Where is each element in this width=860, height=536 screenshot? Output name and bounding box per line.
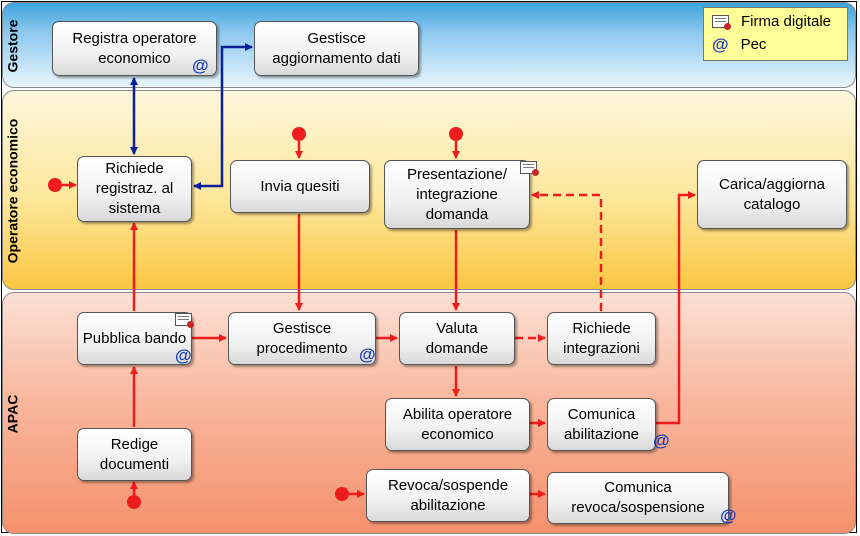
legend-item-pec: @ Pec <box>712 36 766 53</box>
pec-icon: @ <box>720 506 737 525</box>
box-presentazione-domanda: Presentazione/ integrazione domanda <box>384 160 530 229</box>
box-abilita-operatore: Abilita operatore economico <box>385 398 530 451</box>
start-point-redige <box>127 495 141 509</box>
legend-label-pec: Pec <box>740 36 767 53</box>
legend-label-firma: Firma digitale <box>741 13 832 30</box>
flow-comunica-carica <box>656 191 696 425</box>
start-point-invia <box>292 127 306 141</box>
box-gestisce-aggiornamento: Gestisce aggiornamento dati <box>254 21 419 76</box>
start-point-richiede <box>48 178 62 192</box>
box-valuta-domande: Valuta domande <box>399 312 515 365</box>
box-invia-quesiti: Invia quesiti <box>230 160 370 213</box>
pec-icon: @ <box>192 56 209 75</box>
box-revoca-sospende: Revoca/sospende abilitazione <box>366 469 530 522</box>
box-comunica-revoca: Comunica revoca/sospensione <box>547 472 729 524</box>
box-richiede-registrazione: Richiede registraz. al sistema <box>77 156 192 222</box>
flow-richiede-presentazione <box>531 191 603 311</box>
box-gestisce-procedimento: Gestisce procedimento <box>228 312 376 365</box>
firma-digitale-icon <box>175 313 194 328</box>
pec-icon: @ <box>653 431 670 450</box>
box-pubblica-bando: Pubblica bando <box>77 312 192 365</box>
pec-icon: @ <box>712 35 729 54</box>
box-comunica-abilitazione: Comunica abilitazione <box>547 398 656 451</box>
legend-item-firma: Firma digitale <box>712 13 831 30</box>
start-point-revoca <box>335 487 349 501</box>
box-redige-documenti: Redige documenti <box>77 428 192 481</box>
box-registra-operatore: Registra operatore economico <box>52 21 217 76</box>
firma-digitale-icon <box>520 161 539 176</box>
box-richiede-integrazioni: Richiede integrazioni <box>547 312 656 365</box>
flow-gestisce-richiede <box>193 43 253 190</box>
pec-icon: @ <box>359 345 376 364</box>
start-point-presentazione <box>449 127 463 141</box>
firma-digitale-icon <box>712 15 731 30</box>
legend: Firma digitale @ Pec <box>703 7 848 61</box>
pec-icon: @ <box>175 346 192 365</box>
box-carica-catalogo: Carica/aggiorna catalogo <box>697 160 847 229</box>
